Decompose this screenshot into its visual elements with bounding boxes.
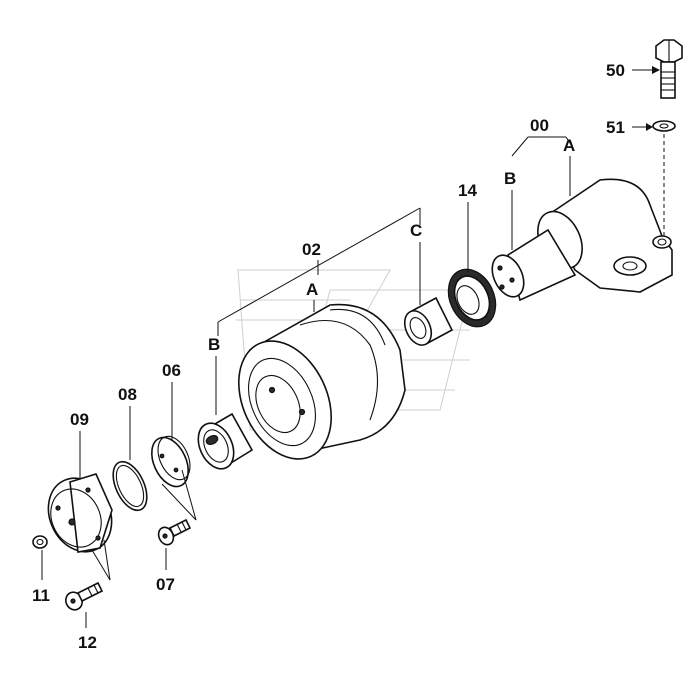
callout-b-upper: B [504, 169, 516, 188]
callout-c: C [410, 221, 422, 240]
label-06: 06 [162, 361, 181, 380]
label-51: 51 [606, 118, 625, 137]
collar-b [197, 412, 254, 470]
label-08: 08 [118, 385, 137, 404]
callout-a-upper: A [563, 136, 575, 155]
seal-14 [447, 268, 497, 328]
o-ring-08 [112, 460, 148, 512]
label-00: 00 [530, 116, 549, 135]
label-11: 11 [32, 586, 50, 605]
callout-a-lower: A [306, 280, 318, 299]
bolt-12 [65, 581, 104, 611]
label-09: 09 [70, 410, 89, 429]
roller-02 [237, 303, 406, 460]
label-12: 12 [78, 633, 97, 652]
bushing-c [403, 296, 454, 346]
label-07: 07 [156, 575, 175, 594]
plate-06 [151, 435, 191, 488]
bolt-07 [157, 518, 192, 546]
cover-09 [47, 473, 113, 553]
bolt-50 [655, 39, 683, 99]
callout-b-lower: B [208, 335, 220, 354]
label-14: 14 [458, 181, 477, 200]
label-02: 02 [302, 240, 321, 259]
label-50: 50 [606, 61, 625, 80]
plug-11 [32, 535, 48, 549]
washer-51 [652, 120, 676, 132]
shaft-bracket-00 [491, 178, 673, 302]
